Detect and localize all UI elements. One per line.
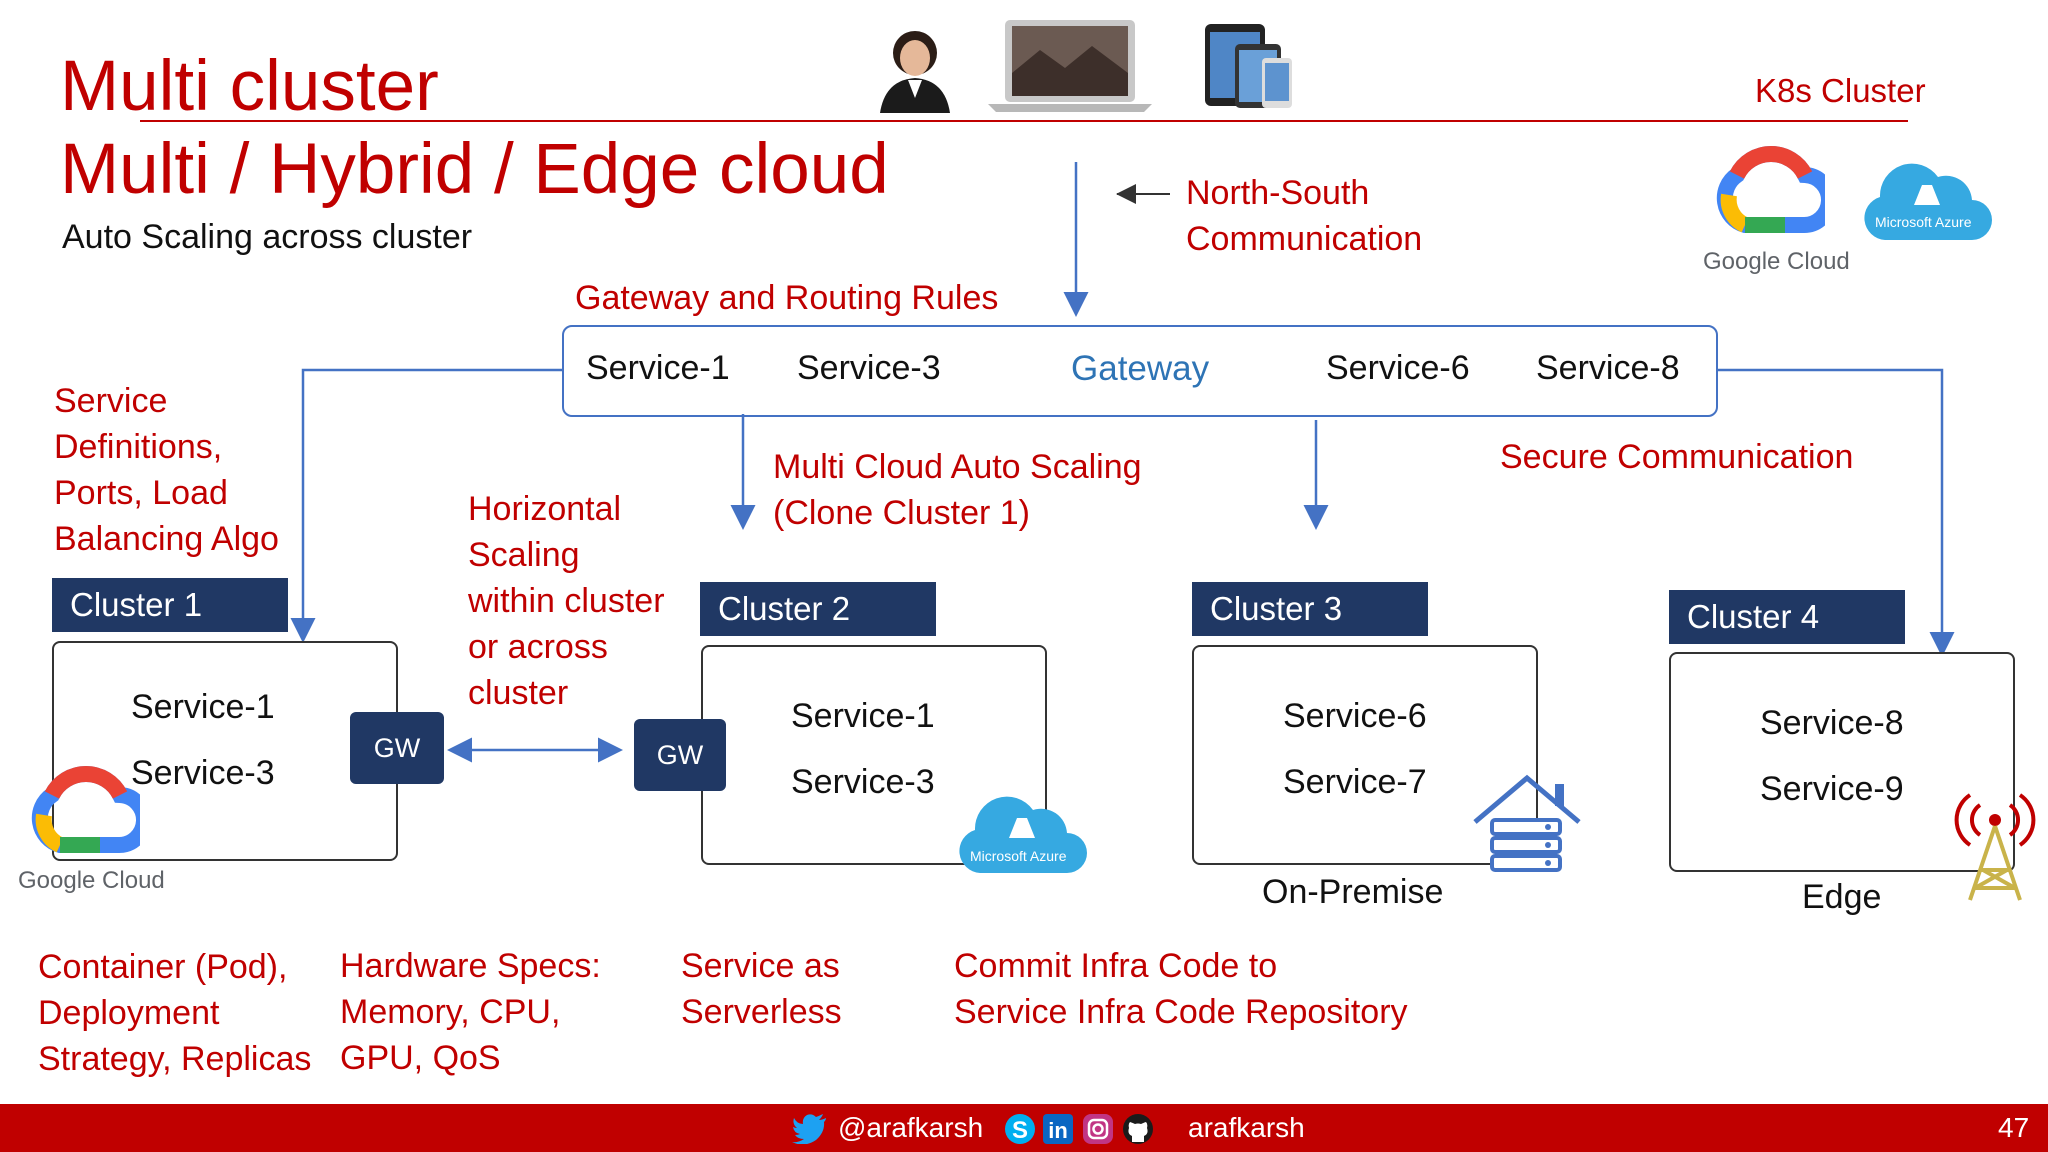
azure-logo-top (1864, 163, 1992, 240)
gateway-rules-label: Gateway and Routing Rules (575, 279, 999, 317)
k8s-cluster-label: K8s Cluster (1755, 72, 1926, 109)
client-devices-icons (880, 20, 1292, 113)
north-south-label: North-South Communication (1186, 174, 1423, 258)
social-icons: S in (1005, 1114, 1153, 1144)
gateway-service-1: Service-1 (586, 349, 730, 387)
cluster2-gw: GW (634, 719, 726, 791)
azure-text: Microsoft Azure (970, 848, 1067, 864)
gateway-service-3: Service-3 (797, 349, 941, 387)
secure-communication-label: Secure Communication (1500, 438, 1854, 476)
user-icon (880, 31, 950, 113)
gw-to-cluster1-line (290, 368, 563, 643)
cluster2-service-3: Service-3 (791, 763, 935, 801)
cluster3-service-6: Service-6 (1283, 697, 1427, 735)
gateway-service-8: Service-8 (1536, 349, 1680, 387)
google-cloud-logo (31, 766, 140, 853)
svg-text:S: S (1012, 1117, 1028, 1144)
commit-infra-note: Commit Infra Code to Service Infra Code … (954, 947, 1408, 1031)
gateway-service-6: Service-6 (1326, 349, 1470, 387)
footer-bar: @arafkarsh S in arafkarsh 47 (0, 1104, 2048, 1152)
cluster3-title: Cluster 3 (1192, 582, 1428, 636)
google-cloud-text: Google Cloud (18, 867, 165, 894)
edge-tower-icon (1954, 793, 2036, 901)
azure-text-top: Microsoft Azure (1875, 214, 1972, 230)
gateway-box (562, 325, 1718, 417)
container-note: Container (Pod), Deployment Strategy, Re… (38, 948, 312, 1078)
footer-handle: arafkarsh (1188, 1112, 1305, 1143)
on-premise-server-icon (1473, 774, 1581, 872)
subtitle: Auto Scaling across cluster (62, 218, 473, 256)
svg-text:in: in (1048, 1118, 1068, 1143)
cluster4-service-8: Service-8 (1760, 704, 1904, 742)
linkedin-icon: in (1043, 1114, 1073, 1144)
edge-label: Edge (1802, 878, 1882, 916)
laptop-icon (988, 20, 1152, 112)
tablets-icon (1205, 24, 1292, 108)
cluster1-box (52, 641, 398, 861)
multi-cloud-scaling-label: Multi Cloud Auto Scaling (Clone Cluster … (773, 448, 1142, 532)
cluster1-gw: GW (350, 712, 444, 784)
twitter-icon (792, 1114, 826, 1144)
gateway-label: Gateway (1071, 349, 1210, 388)
github-icon (1123, 1114, 1153, 1144)
horizontal-scaling-label: Horizontal Scaling within cluster or acr… (468, 490, 665, 712)
google-cloud-logo-top (1716, 146, 1825, 233)
cluster2-service-1: Service-1 (791, 697, 935, 735)
cluster1-service-3: Service-3 (131, 754, 275, 792)
cluster4-title: Cluster 4 (1669, 590, 1905, 644)
cluster1-title: Cluster 1 (52, 578, 288, 632)
page-number: 47 (1998, 1112, 2030, 1143)
cluster3-service-7: Service-7 (1283, 763, 1427, 801)
cluster1-service-1: Service-1 (131, 688, 275, 726)
skype-icon: S (1005, 1114, 1035, 1144)
azure-logo (959, 796, 1087, 873)
title-line2: Multi / Hybrid / Edge cloud (60, 130, 889, 209)
cluster3-box (1192, 645, 1538, 865)
cluster4-box (1669, 652, 2015, 872)
title-line1: Multi cluster (60, 47, 439, 126)
service-definitions-label: Service Definitions, Ports, Load Balanci… (54, 382, 279, 558)
serverless-note: Service as Serverless (681, 947, 842, 1031)
title-underline (140, 120, 1908, 122)
gw-to-cluster4-line (1716, 368, 1955, 657)
twitter-handle: @arafkarsh (838, 1112, 984, 1143)
cluster2-title: Cluster 2 (700, 582, 936, 636)
hardware-note: Hardware Specs: Memory, CPU, GPU, QoS (340, 947, 601, 1077)
instagram-icon (1083, 1114, 1113, 1144)
cluster4-service-9: Service-9 (1760, 770, 1904, 808)
on-premise-label: On-Premise (1262, 873, 1444, 911)
google-cloud-text-top: Google Cloud (1703, 248, 1850, 275)
